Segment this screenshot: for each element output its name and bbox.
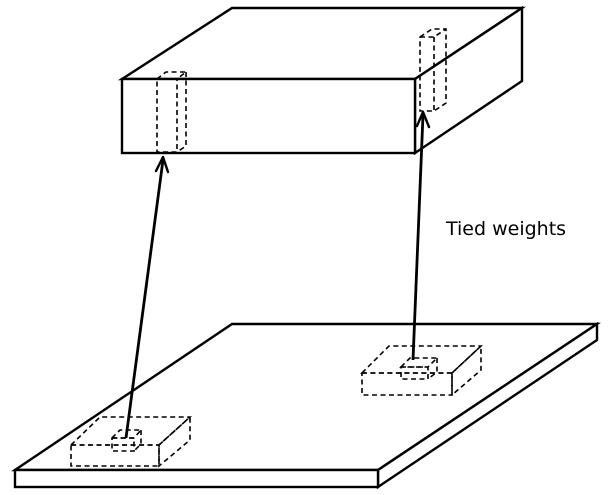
- lower-slab-front-face: [13, 468, 380, 489]
- upper-right-unit-inner: [420, 28, 447, 111]
- lower-left-patch: [69, 415, 193, 468]
- right-arrow-head: [415, 110, 431, 129]
- upper-layer-block: [117, 5, 526, 156]
- lower-right-patch: [360, 344, 484, 397]
- lower-left-patch-top: [69, 416, 193, 446]
- upper-left-unit-top: [156, 71, 189, 80]
- lower-left-patch-front: [70, 444, 160, 467]
- lower-left-small-front: [111, 437, 135, 452]
- upper-left-unit-side: [176, 72, 187, 153]
- lower-right-patch-side: [451, 344, 482, 397]
- upper-block-front-face: [120, 77, 417, 155]
- lower-right-small-front: [400, 366, 429, 380]
- lower-layer-slab: [11, 321, 601, 490]
- left-connection-arrow: [124, 155, 170, 439]
- upper-right-unit-outline: [419, 28, 447, 112]
- right-arrow-shaft: [411, 114, 425, 361]
- lower-right-patch-front: [361, 372, 453, 396]
- upper-left-unit: [156, 71, 189, 153]
- lower-left-small-side: [133, 430, 142, 452]
- tied-weights-label: Tied weights: [445, 218, 566, 240]
- right-connection-arrow: [411, 110, 431, 361]
- lower-right-small-side: [427, 358, 438, 380]
- left-arrow-shaft: [124, 159, 165, 439]
- upper-left-unit-front: [156, 78, 178, 153]
- left-arrow-head: [154, 155, 170, 174]
- upper-right-unit: [419, 28, 447, 112]
